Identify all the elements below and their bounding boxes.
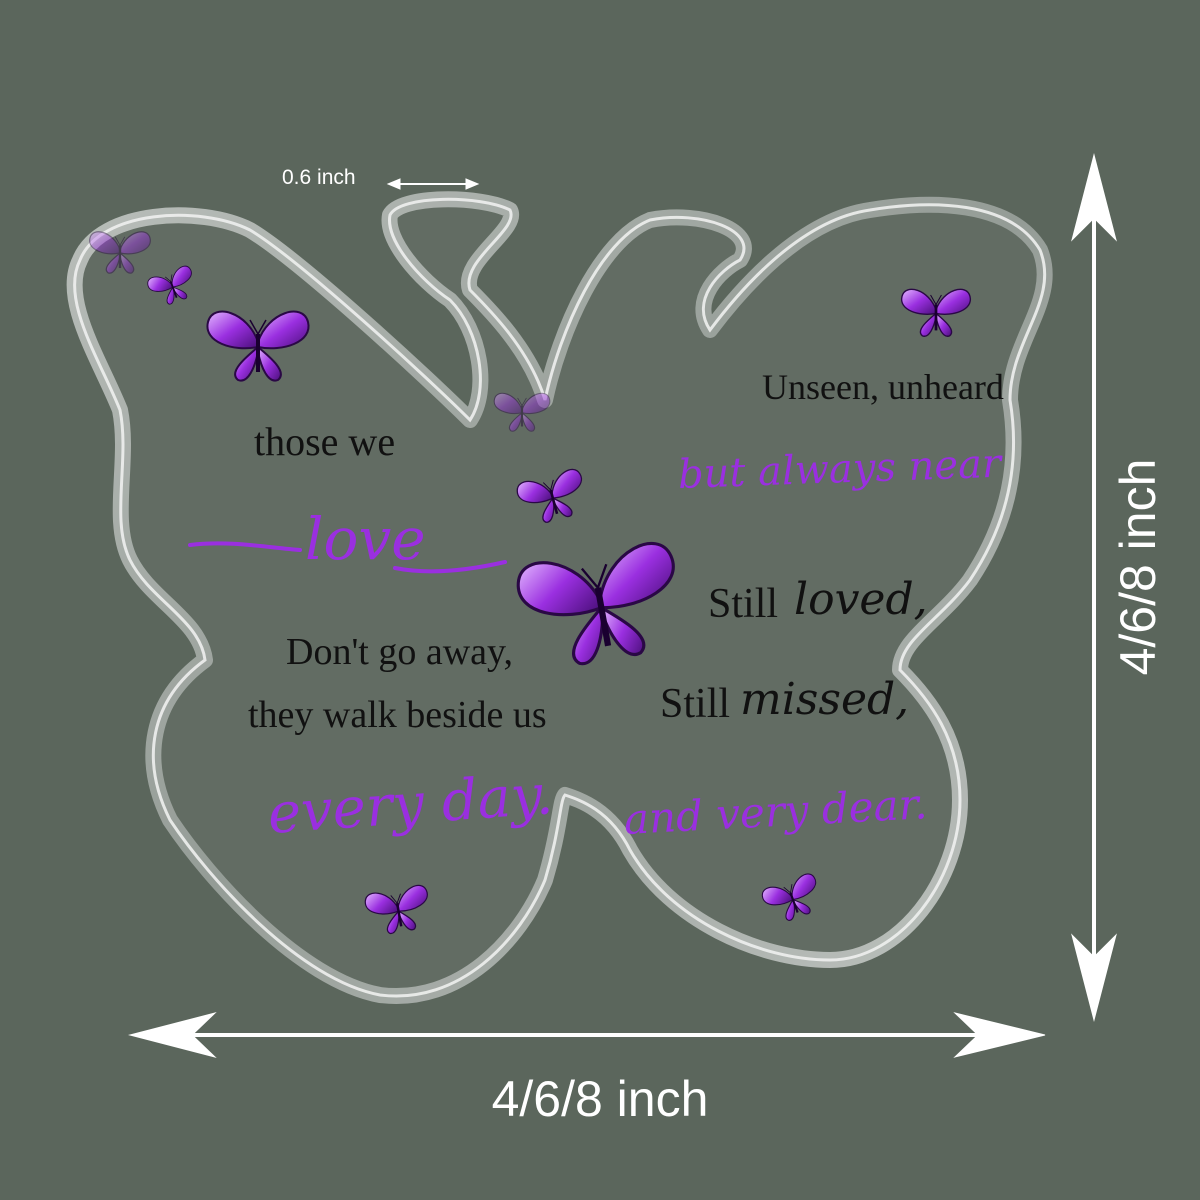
height-label: 4/6/8 inch: [1110, 458, 1166, 676]
thickness-arrow: [386, 178, 480, 190]
love-swash: [188, 541, 507, 574]
poem-line-unseen-unheard: Unseen, unheard: [762, 367, 1004, 407]
poem-line-love: love: [305, 505, 426, 573]
width-label: 4/6/8 inch: [491, 1071, 709, 1127]
poem-line-still-loved-prefix: Still: [708, 581, 779, 627]
poem-line-walk-beside: they walk beside us: [248, 694, 547, 736]
poem-line-still-missed-prefix: Still: [660, 681, 731, 727]
thickness-label: 0.6 inch: [282, 166, 356, 189]
width-arrow: [128, 1012, 1046, 1058]
poem-line-still-missed-script: missed,: [740, 674, 910, 725]
poem-line-those-we: those we: [254, 419, 396, 464]
poem-line-dont-go-away: Don't go away,: [286, 631, 514, 673]
height-arrow: [1071, 153, 1117, 1022]
poem-line-still-loved-script: loved,: [794, 574, 928, 625]
